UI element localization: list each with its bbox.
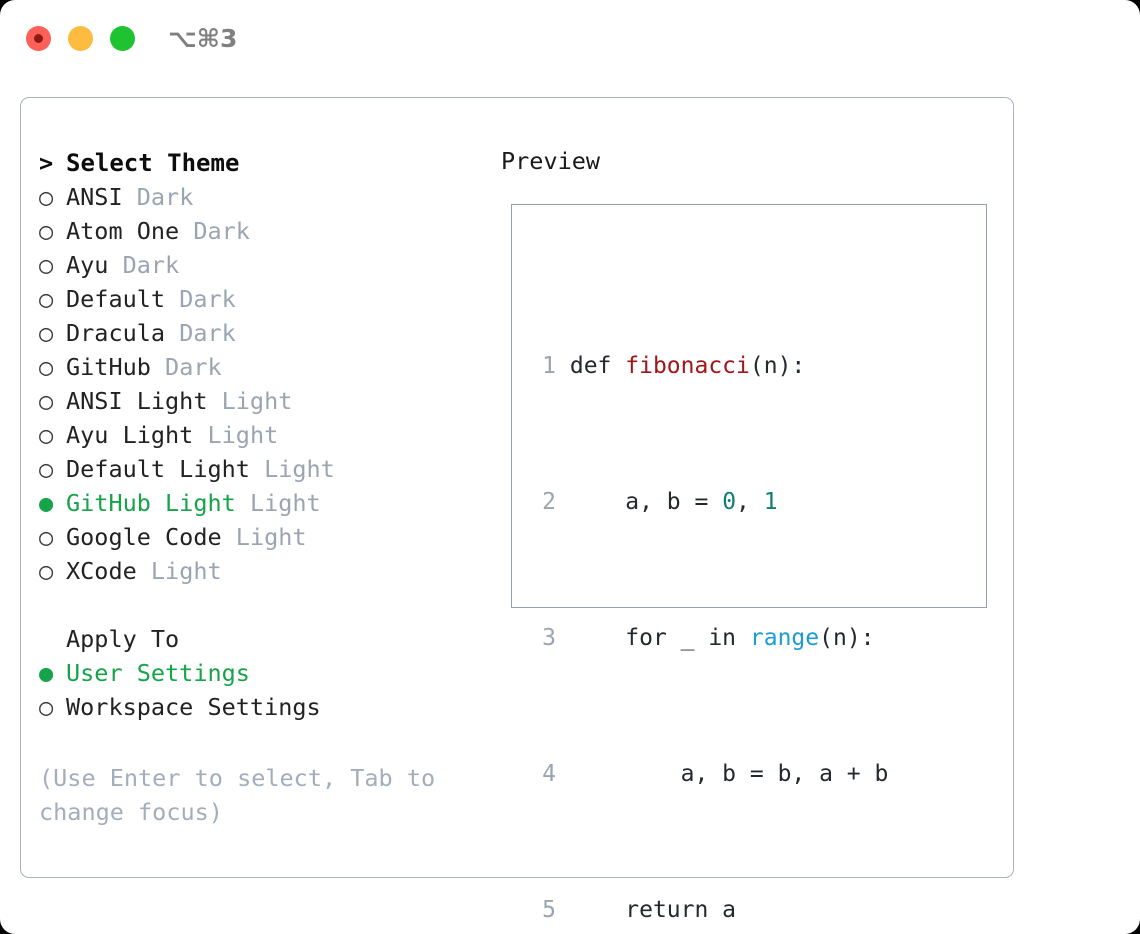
radio-unselected-icon[interactable]: ○ <box>39 387 54 415</box>
theme-option-variant: Light <box>249 489 321 517</box>
theme-option-label: GitHub Light <box>66 489 236 517</box>
theme-option-label: ANSI <box>66 183 123 211</box>
apply-to-header: Apply To <box>39 622 479 656</box>
radio-unselected-icon[interactable]: ○ <box>39 693 54 721</box>
theme-option-label: Dracula <box>66 319 166 347</box>
theme-option-github-light[interactable]: ● GitHub Light Light <box>39 486 479 520</box>
theme-option-default-light[interactable]: ○ Default Light Light <box>39 452 479 486</box>
preview-title: Preview <box>501 147 601 175</box>
radio-unselected-icon[interactable]: ○ <box>39 523 54 551</box>
radio-selected-icon[interactable]: ● <box>39 659 54 687</box>
theme-selector-dialog: >Select Theme ○ANSI Dark ○Atom One Dark … <box>20 97 1014 923</box>
theme-option-variant: Dark <box>179 319 236 347</box>
theme-option-variant: Light <box>235 523 307 551</box>
code-token: a, b = <box>569 489 723 515</box>
theme-option-variant: Light <box>264 455 335 483</box>
radio-unselected-icon[interactable]: ○ <box>39 183 54 211</box>
theme-option-variant: Light <box>150 557 222 585</box>
close-button[interactable] <box>26 26 51 51</box>
line-number: 1 <box>542 353 556 379</box>
header-caret-icon: > <box>39 149 54 177</box>
theme-list-panel: >Select Theme ○ANSI Dark ○Atom One Dark … <box>39 146 479 724</box>
code-token-number: 0 <box>722 489 737 515</box>
code-token-function: fibonacci <box>625 353 750 379</box>
code-token: return a <box>569 897 737 923</box>
window-shortcut-label: ⌥⌘3 <box>168 24 238 53</box>
code-sample: 1 def fibonacci(n): 2 a, b = 0, 1 3 for … <box>534 247 930 934</box>
line-number: 5 <box>542 897 556 923</box>
theme-option-atom-one[interactable]: ○ Atom One Dark <box>39 214 479 248</box>
code-token: for _ in <box>569 625 750 651</box>
line-number: 2 <box>542 489 556 515</box>
theme-option-label: Atom One <box>66 217 180 245</box>
radio-unselected-icon[interactable]: ○ <box>39 319 54 347</box>
theme-option-label: Ayu <box>66 251 109 279</box>
radio-unselected-icon[interactable]: ○ <box>39 217 54 245</box>
apply-to-label: User Settings <box>66 659 250 687</box>
code-line: 2 a, b = 0, 1 <box>534 485 930 519</box>
radio-unselected-icon[interactable]: ○ <box>39 455 54 483</box>
radio-unselected-icon[interactable]: ○ <box>39 251 54 279</box>
theme-option-variant: Dark <box>193 217 250 245</box>
theme-option-variant: Light <box>207 421 279 449</box>
theme-option-label: XCode <box>66 557 137 585</box>
minimize-button[interactable] <box>68 26 93 51</box>
code-line: 1 def fibonacci(n): <box>534 349 930 383</box>
code-line: 3 for _ in range(n): <box>534 621 930 655</box>
code-token: (n): <box>749 353 806 379</box>
code-token: , <box>736 489 764 515</box>
list-spacer <box>39 588 479 622</box>
theme-option-label: Ayu Light <box>66 421 194 449</box>
theme-option-variant: Dark <box>136 183 194 211</box>
theme-option-ayu[interactable]: ○ Ayu Dark <box>39 248 479 282</box>
radio-selected-icon[interactable]: ● <box>39 489 54 517</box>
traffic-light-controls <box>26 26 135 51</box>
maximize-button[interactable] <box>110 26 135 51</box>
theme-option-variant: Dark <box>122 251 180 279</box>
theme-option-dracula[interactable]: ○ Dracula Dark <box>39 316 479 350</box>
apply-to-label: Workspace Settings <box>66 693 321 721</box>
code-line: 5 return a <box>534 893 930 927</box>
apply-to-title: Apply To <box>66 625 180 653</box>
page-title: Select Theme <box>66 149 240 177</box>
code-token-builtin: range <box>749 625 820 651</box>
theme-option-label: ANSI Light <box>66 387 208 415</box>
theme-option-ayu-light[interactable]: ○ Ayu Light Light <box>39 418 479 452</box>
theme-list-header: > Select Theme <box>39 146 479 180</box>
preview-panel: Preview <box>501 146 600 176</box>
keyboard-hint-text: (Use Enter to select, Tab to change focu… <box>39 764 436 826</box>
radio-unselected-icon[interactable]: ○ <box>39 285 54 313</box>
code-line: 4 a, b = b, a + b <box>534 757 930 791</box>
theme-option-label: Google Code <box>66 523 222 551</box>
theme-option-default[interactable]: ○ Default Dark <box>39 282 479 316</box>
line-number: 4 <box>542 761 556 787</box>
code-token: def <box>569 353 626 379</box>
theme-option-variant: Dark <box>165 353 222 381</box>
radio-unselected-icon[interactable]: ○ <box>39 353 54 381</box>
radio-unselected-icon[interactable]: ○ <box>39 421 54 449</box>
theme-option-label: Default Light <box>66 455 250 483</box>
radio-unselected-icon[interactable]: ○ <box>39 557 54 585</box>
theme-option-xcode[interactable]: ○ XCode Light <box>39 554 479 588</box>
code-token-number: 1 <box>763 489 778 515</box>
code-token: (n): <box>819 625 875 651</box>
theme-option-ansi-light[interactable]: ○ ANSI Light Light <box>39 384 479 418</box>
theme-option-label: Default <box>66 285 166 313</box>
theme-option-ansi[interactable]: ○ ANSI Dark <box>39 180 479 214</box>
theme-option-label: GitHub <box>66 353 151 381</box>
theme-option-variant: Light <box>221 387 293 415</box>
title-bar: ⌥⌘3 <box>0 0 1140 76</box>
theme-option-variant: Dark <box>179 285 236 313</box>
theme-option-google-code[interactable]: ○ Google Code Light <box>39 520 479 554</box>
apply-to-workspace-settings[interactable]: ○ Workspace Settings <box>39 690 479 724</box>
preview-code-box: 1 def fibonacci(n): 2 a, b = 0, 1 3 for … <box>511 204 987 923</box>
apply-to-user-settings[interactable]: ● User Settings <box>39 656 479 690</box>
line-number: 3 <box>542 625 556 651</box>
code-token: a, b = b, a + b <box>569 761 889 787</box>
theme-option-github[interactable]: ○ GitHub Dark <box>39 350 479 384</box>
